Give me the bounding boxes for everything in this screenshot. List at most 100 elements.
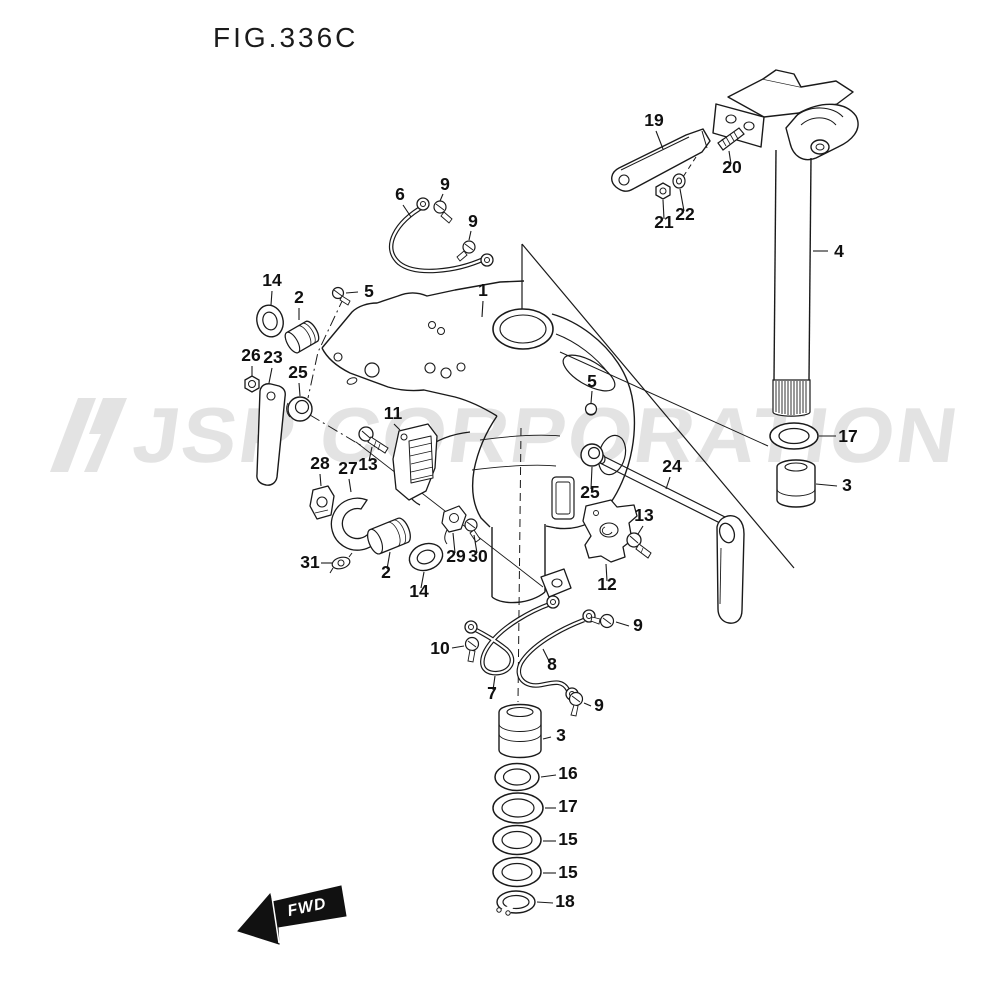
leader-line [665, 476, 671, 490]
lug-part28 [309, 485, 335, 520]
leader-line [402, 204, 412, 218]
clamp-hatching [409, 442, 434, 481]
part-label-18: 18 [555, 891, 575, 911]
bolt-part13-right [626, 532, 652, 559]
part-label-23: 23 [263, 347, 283, 367]
bolt-part10 [464, 636, 480, 663]
leader-line [615, 621, 630, 627]
part-label-3: 3 [556, 725, 566, 745]
leader-line [345, 291, 359, 294]
ground-cable-part6 [388, 197, 494, 274]
nut-part21 [655, 182, 671, 200]
leader-line [542, 736, 552, 740]
part-label-17: 17 [838, 426, 857, 446]
part-label-10: 10 [430, 638, 450, 658]
projection-lines [307, 156, 795, 703]
part-label-27: 27 [338, 458, 357, 478]
ground-cable-part7 [464, 595, 560, 676]
leader-line [270, 290, 273, 306]
part-label-8: 8 [547, 654, 557, 674]
part-label-6: 6 [395, 184, 405, 204]
ground-cable-part8 [516, 609, 596, 701]
part-label-28: 28 [310, 453, 330, 473]
part-label-29: 29 [446, 546, 466, 566]
part-label-20: 20 [722, 157, 742, 177]
leader-line [298, 382, 301, 397]
part-label-13: 13 [634, 505, 654, 525]
link-plate [716, 515, 745, 624]
bushing-part3-right [776, 459, 816, 508]
washer-part16 [494, 762, 540, 792]
leader-line [542, 648, 550, 662]
stud-part20 [717, 127, 745, 151]
swivel-bracket-casting-part1 [321, 280, 636, 604]
part-label-30: 30 [468, 546, 488, 566]
clamp-part29 [441, 505, 467, 545]
washer-part14-left [256, 304, 284, 338]
part-label-26: 26 [241, 345, 261, 365]
leader-line [728, 150, 732, 165]
figure-title: FIG.336C [213, 22, 358, 53]
part-label-25: 25 [580, 482, 600, 502]
bolt-part9-d [568, 691, 584, 717]
part-label-2: 2 [294, 287, 304, 307]
part-label-1: 1 [478, 280, 488, 300]
grommet-part25-left [286, 396, 313, 422]
bushing-part2-left [284, 320, 320, 354]
part-label-11: 11 [384, 403, 403, 423]
leader-line [815, 483, 838, 487]
leader-line [655, 130, 664, 150]
part-label-21: 21 [654, 212, 674, 232]
washer-part15-b [492, 856, 542, 888]
leader-lines [251, 130, 838, 904]
part-label-31: 31 [300, 552, 320, 572]
part-label-15: 15 [558, 862, 578, 882]
link-plate-part23 [256, 383, 286, 486]
part-label-4: 4 [834, 241, 844, 261]
part-label-5: 5 [587, 371, 597, 391]
screw-part31 [329, 552, 353, 574]
leader-line [590, 390, 593, 404]
nut-part26 [244, 375, 260, 393]
centerline-dashed [517, 427, 522, 703]
steering-bracket-part19 [611, 128, 711, 192]
bolt-part9-b [456, 240, 476, 262]
leader-line [590, 466, 593, 490]
part-label-9: 9 [594, 695, 604, 715]
part-label-3: 3 [842, 475, 852, 495]
part-label-19: 19 [644, 110, 664, 130]
bolt-part5-right [584, 402, 598, 416]
bushing-part3-bottom [498, 703, 542, 759]
leader-line [540, 774, 557, 778]
washer-part22 [672, 173, 686, 189]
watermark-logo-step [84, 398, 127, 472]
washer-part15-a [492, 824, 542, 856]
leader-line [492, 675, 496, 691]
leader-line [268, 367, 273, 384]
leader-line [481, 300, 484, 318]
bushing-part2-bottom [367, 517, 411, 555]
steering-clamp-casting [712, 69, 859, 161]
bolt-part30 [464, 518, 481, 543]
leader-line [473, 534, 478, 554]
part-label-7: 7 [487, 683, 497, 703]
part-label-17: 17 [558, 796, 577, 816]
washer-part17-bottom [492, 792, 544, 824]
leader-line [605, 563, 608, 582]
leader-line [662, 199, 665, 220]
leader-line [420, 571, 425, 589]
leader-line [637, 525, 644, 535]
part-label-22: 22 [675, 204, 695, 224]
grommet-part25-right [580, 443, 604, 467]
part-label-14: 14 [262, 270, 282, 290]
part-label-14: 14 [409, 581, 429, 601]
washer-part17-right [769, 422, 819, 450]
bolt-part13-left [358, 426, 389, 454]
leader-line [319, 473, 322, 487]
part-label-24: 24 [662, 456, 682, 476]
leader-line [348, 478, 352, 493]
axis-dashdot-left [307, 296, 345, 399]
